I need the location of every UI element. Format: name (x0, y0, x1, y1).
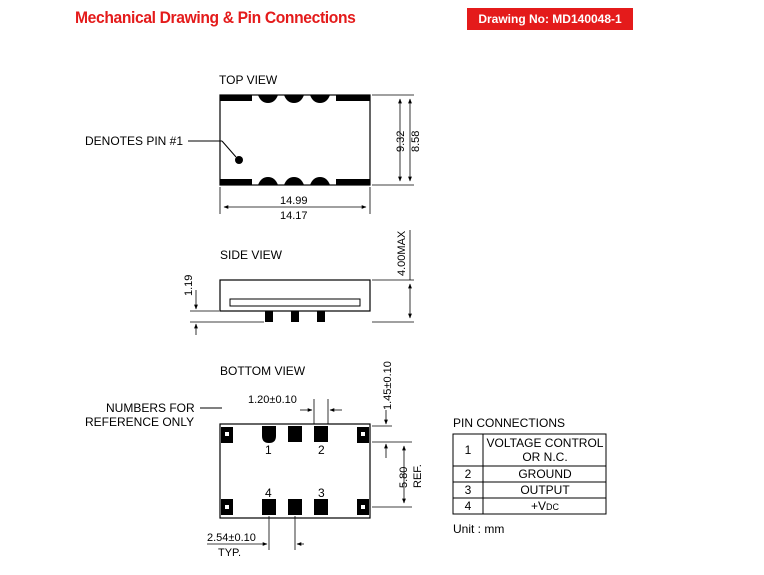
top-view-label: TOP VIEW (219, 73, 278, 87)
top-view-terminals (220, 95, 370, 185)
top-view: TOP VIEW DENOTES PIN #1 9.32 8 (85, 73, 422, 222)
table-row: 3 OUTPUT (465, 483, 571, 497)
side-view-base (229, 298, 361, 307)
reference-note-line2: REFERENCE ONLY (85, 415, 194, 429)
page-title: Mechanical Drawing & Pin Connections (75, 8, 356, 27)
pin-table-title: PIN CONNECTIONS (453, 416, 565, 430)
dim-width-inner: 14.17 (280, 210, 308, 222)
dim-lead: 1.19 (183, 275, 195, 296)
pin-function: +VDC (531, 499, 560, 513)
pin-function: GROUND (518, 467, 572, 481)
bottom-view-pad-holes (225, 432, 365, 509)
dim-width-outer: 14.99 (280, 195, 308, 207)
side-view-leads (265, 311, 325, 322)
pin-label-2: 2 (318, 443, 325, 457)
pin-connections-table: PIN CONNECTIONS 1 VOLTAGE CONTROL OR N.C… (452, 416, 607, 536)
dim-pitch: 2.54±0.10 (207, 532, 256, 544)
pin-function-main: +V (531, 499, 546, 513)
pin-number: 4 (465, 499, 472, 513)
bottom-view: BOTTOM VIEW 1 2 4 3 NUMBERS FOR REFERENC… (85, 361, 424, 559)
pin-function: VOLTAGE CONTROL (487, 436, 604, 450)
pin-number: 3 (465, 483, 472, 497)
unit-note: Unit : mm (453, 522, 504, 536)
dim-pitch-note: TYP. (218, 547, 241, 559)
dim-pad-height: 1.45±0.10 (382, 361, 394, 410)
table-row: 4 +VDC (465, 499, 560, 513)
reference-note-line1: NUMBERS FOR (106, 401, 195, 415)
pin-label-4: 4 (265, 486, 272, 500)
pin-function-sub: DC (546, 502, 559, 512)
dim-row-spacing: 5.80 (398, 467, 410, 488)
side-view: SIDE VIEW 4.00MAX 1.19 (183, 230, 414, 335)
side-view-label: SIDE VIEW (220, 248, 283, 262)
dim-max-height: 4.00MAX (396, 230, 408, 276)
bottom-view-label: BOTTOM VIEW (220, 364, 306, 378)
table-row: 2 GROUND (465, 467, 572, 481)
pin-function-line2: OR N.C. (522, 450, 567, 464)
pin1-note: DENOTES PIN #1 (85, 134, 183, 148)
drawing-number-badge: Drawing No: MD140048-1 (467, 8, 633, 30)
pin-number: 2 (465, 467, 472, 481)
dim-height-outer: 9.32 (395, 131, 407, 152)
dim-row-ref: REF. (412, 464, 424, 488)
dim-height-inner: 8.58 (410, 131, 422, 152)
pin-label-3: 3 (318, 486, 325, 500)
top-view-body (219, 94, 371, 186)
pin-function: OUTPUT (520, 483, 570, 497)
pin1-dot (235, 156, 243, 164)
dim-pad-width: 1.20±0.10 (248, 394, 297, 406)
pin-number: 1 (465, 443, 472, 457)
table-row: 1 VOLTAGE CONTROL OR N.C. (465, 436, 604, 464)
pin-label-1: 1 (265, 443, 272, 457)
